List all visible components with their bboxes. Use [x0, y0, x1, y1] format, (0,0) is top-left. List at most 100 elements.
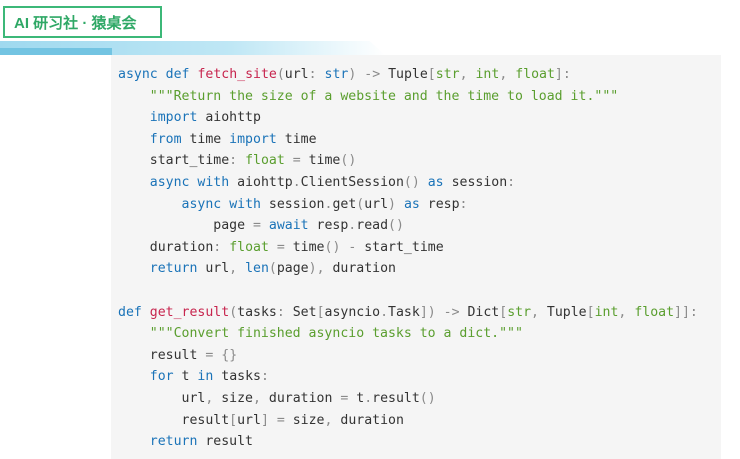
code-line: for t in tasks:	[118, 366, 721, 388]
code-token: for	[149, 369, 174, 385]
code-token: as	[427, 174, 444, 190]
code-token: str	[435, 67, 460, 82]
code-token: :	[260, 369, 269, 385]
code-token: url	[284, 67, 309, 82]
code-line: duration: float = time() - start_time	[118, 237, 721, 259]
code-line: url, size, duration = t.result()	[118, 388, 721, 410]
code-token: time	[300, 153, 341, 169]
code-token: session	[443, 174, 508, 190]
code-token: .	[324, 196, 333, 212]
code-token: {}	[221, 347, 238, 363]
code-line: return url, len(page), duration	[118, 258, 721, 280]
code-token: =	[252, 218, 261, 234]
code-token: start_time	[118, 153, 230, 169]
brand-badge-text: AI 研习社 · 猿桌会	[14, 14, 137, 32]
code-token: aiohttp	[229, 174, 293, 190]
code-token	[269, 240, 277, 255]
code-token: ]	[260, 412, 269, 428]
code-token: url	[237, 412, 261, 428]
code-token: ->	[364, 67, 381, 82]
code-token: .	[292, 174, 301, 190]
code-token: url	[118, 390, 206, 406]
code-block[interactable]: async def fetch_site(url: str) -> Tuple[…	[111, 55, 721, 459]
code-token: result	[197, 434, 253, 450]
code-token: from	[149, 131, 182, 147]
code-token: .	[348, 218, 357, 234]
code-token: """Return the size of a website and the …	[149, 88, 619, 104]
code-token: as	[403, 196, 420, 212]
code-token: in	[197, 369, 214, 385]
code-token: resp	[419, 196, 460, 212]
code-token: ,	[253, 390, 261, 406]
code-token: :	[308, 67, 317, 82]
code-token	[261, 218, 269, 233]
code-token: ,	[459, 67, 468, 82]
code-token: str	[507, 304, 532, 320]
code-token: ()	[324, 239, 341, 255]
code-token: ,	[205, 390, 214, 406]
code-token: Set	[284, 304, 317, 320]
code-token: =	[276, 412, 285, 428]
code-token: [	[427, 67, 436, 82]
code-token: float	[634, 304, 675, 320]
code-token: ])	[419, 304, 436, 320]
code-token: =	[276, 239, 285, 255]
code-token: len	[245, 261, 269, 277]
code-token: ,	[618, 304, 627, 320]
code-line: async with aiohttp.ClientSession() as se…	[118, 172, 721, 194]
code-token: async	[149, 174, 190, 190]
code-token: ClientSession	[300, 174, 404, 190]
code-token: tasks	[237, 304, 277, 320]
code-token: :	[276, 304, 285, 320]
code-token	[118, 110, 150, 125]
code-line: result = {}	[118, 345, 721, 367]
code-token: :	[507, 174, 516, 190]
code-token: tasks	[213, 369, 261, 385]
code-token: fetch_site	[197, 67, 277, 82]
code-token	[118, 434, 150, 449]
code-token: time	[284, 239, 325, 255]
code-token: time	[276, 131, 317, 147]
code-token: Dict	[459, 304, 500, 320]
code-token	[118, 132, 150, 147]
code-token: return	[149, 434, 198, 450]
code-token: [	[586, 304, 595, 320]
code-token	[285, 153, 293, 168]
code-token	[118, 369, 150, 384]
decorative-stripe-accent	[0, 48, 112, 55]
code-token: asyncio	[324, 304, 381, 320]
code-token: :	[229, 153, 238, 169]
code-token: :	[213, 239, 222, 255]
code-token	[420, 175, 428, 190]
code-token	[118, 89, 150, 104]
code-line: import aiohttp	[118, 107, 721, 129]
code-token: await	[268, 218, 309, 234]
code-token: ),	[308, 261, 325, 277]
code-token: ,	[499, 67, 508, 82]
code-token: Task	[388, 304, 420, 320]
code-token: ,	[324, 412, 333, 428]
code-token: result	[372, 390, 420, 406]
code-token: read	[356, 218, 389, 234]
code-token	[436, 305, 444, 320]
code-line: page = await resp.read()	[118, 215, 721, 237]
code-token	[118, 175, 150, 190]
code-token: t	[348, 390, 365, 406]
code-token: -	[348, 239, 357, 255]
code-token: ,	[531, 304, 539, 320]
code-line: def get_result(tasks: Set[asyncio.Task])…	[118, 302, 721, 324]
code-line: start_time: float = time()	[118, 150, 721, 172]
code-token: resp	[308, 218, 349, 234]
code-line: """Convert finished asyncio tasks to a d…	[118, 323, 721, 345]
code-line: """Return the size of a website and the …	[118, 86, 721, 108]
code-token	[142, 305, 150, 320]
code-token: (	[276, 67, 285, 82]
code-token: duration	[260, 390, 341, 406]
code-line: async with session.get(url) as resp:	[118, 194, 721, 216]
code-token: int	[475, 67, 500, 82]
code-token: (	[356, 196, 365, 212]
brand-badge: AI 研习社 · 猿桌会	[3, 6, 162, 38]
code-line: async def fetch_site(url: str) -> Tuple[…	[118, 64, 721, 86]
code-token: import	[229, 131, 277, 147]
code-token: get	[332, 196, 357, 212]
